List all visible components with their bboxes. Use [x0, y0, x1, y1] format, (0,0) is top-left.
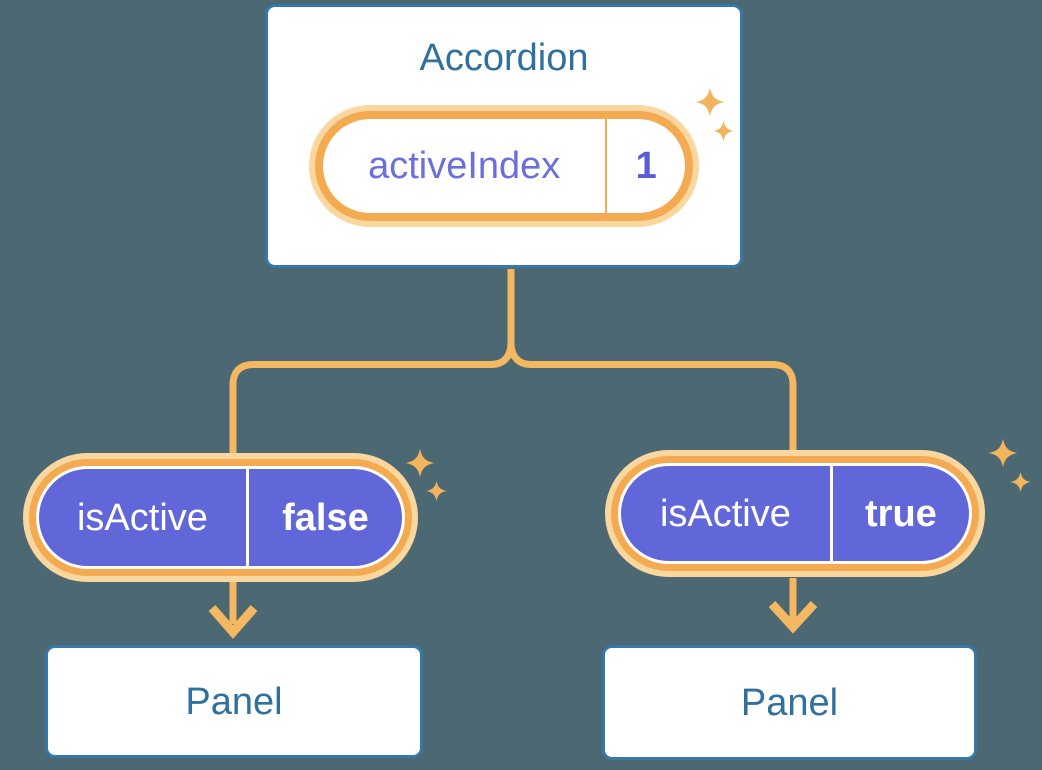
prop-pill-isactive-true: isActive true [605, 450, 985, 577]
prop-pill-value: false [282, 496, 369, 539]
state-pill-value: 1 [635, 145, 657, 187]
sparkle-icon [695, 87, 725, 117]
panel-title: Panel [740, 681, 839, 724]
sparkle-icon [1010, 471, 1031, 493]
prop-pill-divider [829, 466, 833, 561]
branch-line-left [229, 269, 515, 454]
arrowhead-left [208, 605, 258, 639]
sparkle-icon [426, 480, 447, 502]
accordion-card: Accordion activeIndex 1 [265, 4, 743, 268]
panel-card-right: Panel [602, 645, 977, 760]
panel-card-left: Panel [45, 645, 423, 758]
prop-pill-label: isActive [76, 496, 208, 539]
prop-pill-isactive-false: isActive false [23, 453, 418, 582]
panel-title: Panel [185, 680, 283, 723]
accordion-title: Accordion [419, 37, 589, 79]
state-pill-divider [605, 119, 608, 213]
arrowhead-right [768, 600, 818, 634]
sparkle-icon [713, 120, 734, 142]
prop-pill-divider [245, 469, 249, 566]
prop-pill-value: true [865, 492, 937, 535]
sparkle-icon [405, 448, 435, 478]
prop-pill-label: isActive [659, 492, 791, 535]
sparkle-icon [988, 438, 1018, 468]
state-pill-label: activeIndex [368, 145, 561, 187]
branch-line-right [507, 269, 797, 451]
state-pill: activeIndex 1 [309, 105, 699, 227]
